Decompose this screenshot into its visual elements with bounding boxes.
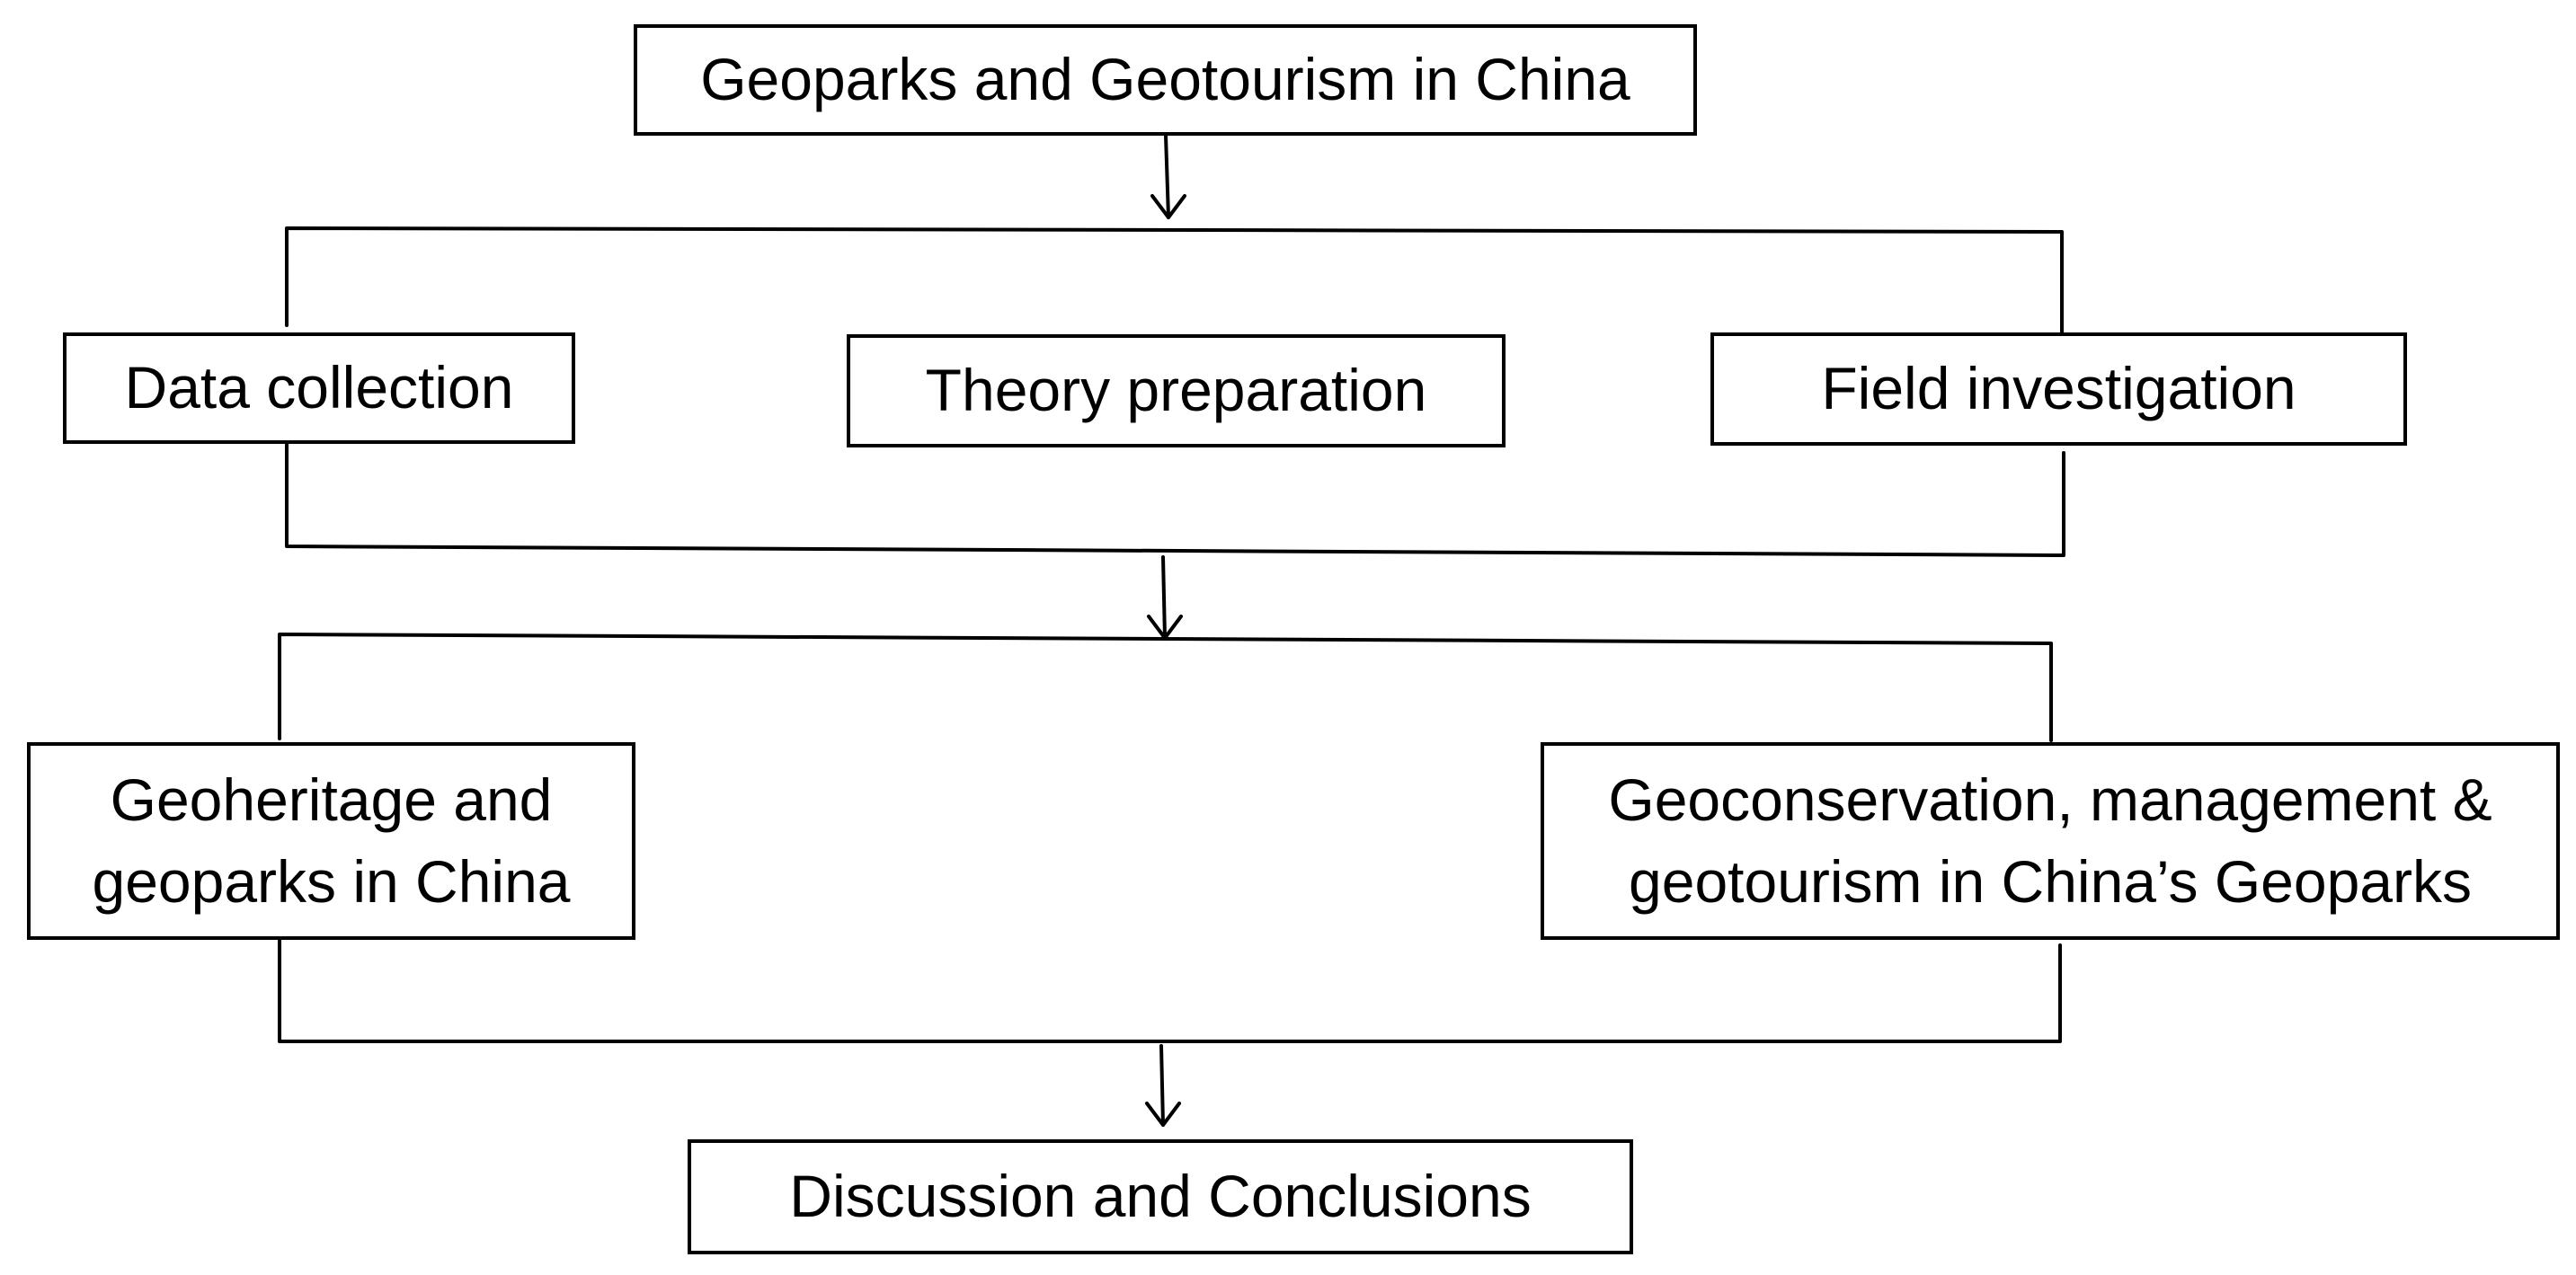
bracket-lower-top <box>278 633 2053 742</box>
arrow-bottom-shaft <box>1159 1044 1165 1127</box>
arrow-mid-shaft <box>1161 555 1167 640</box>
arrow-bottom-head <box>1145 1102 1181 1127</box>
node-geoconservation-line2: geotourism in China’s Geoparks <box>1629 848 2472 915</box>
node-conclusion: Discussion and Conclusions <box>688 1139 1633 1254</box>
node-geoheritage: Geoheritage and geoparks in China <box>27 742 635 940</box>
node-theory-preparation-label: Theory preparation <box>925 357 1427 424</box>
node-theory-preparation: Theory preparation <box>847 334 1506 447</box>
bracket-upper-top <box>285 226 2064 334</box>
arrow-top-shaft <box>1164 134 1170 219</box>
bracket-lower-bottom <box>278 938 2062 1043</box>
node-geoconservation-line1: Geoconservation, management & <box>1608 766 2492 833</box>
node-top: Geoparks and Geotourism in China <box>634 24 1697 136</box>
arrow-top-head <box>1150 194 1186 219</box>
node-data-collection-label: Data collection <box>124 354 514 421</box>
node-field-investigation-label: Field investigation <box>1821 355 2296 422</box>
node-top-label: Geoparks and Geotourism in China <box>700 46 1630 113</box>
node-geoheritage-line2: geoparks in China <box>92 848 571 915</box>
node-data-collection: Data collection <box>63 332 575 444</box>
node-geoheritage-line1: Geoheritage and <box>110 766 553 833</box>
node-conclusion-label: Discussion and Conclusions <box>789 1163 1532 1230</box>
node-geoconservation: Geoconservation, management & geotourism… <box>1541 742 2560 940</box>
node-field-investigation: Field investigation <box>1710 332 2407 446</box>
bracket-upper-bottom <box>285 442 2065 557</box>
